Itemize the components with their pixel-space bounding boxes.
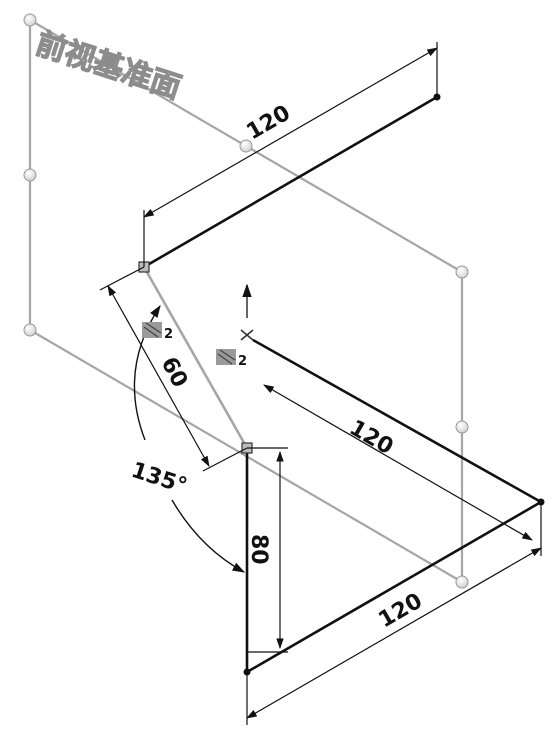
dimension-line bbox=[107, 285, 210, 467]
plane-handle[interactable] bbox=[23, 323, 37, 337]
dimension-line bbox=[143, 47, 438, 218]
plane-handle[interactable] bbox=[23, 168, 37, 182]
extension-line bbox=[202, 447, 248, 472]
dimension-slant[interactable]: 60 bbox=[99, 266, 248, 472]
parallel-relation-marker[interactable]: 2 bbox=[216, 349, 247, 369]
plane-handle[interactable] bbox=[23, 13, 37, 27]
plane-handle[interactable] bbox=[455, 575, 469, 589]
origin-icon bbox=[240, 329, 254, 341]
plane-handle[interactable] bbox=[455, 420, 469, 434]
dimension-top[interactable]: 120 bbox=[143, 42, 438, 267]
dimension-value-vertical[interactable]: 80 bbox=[246, 534, 271, 565]
dimension-line bbox=[263, 384, 533, 541]
plane-label: 前视基准面 bbox=[32, 26, 185, 106]
parallel-icon bbox=[217, 349, 236, 365]
sketch-geometry bbox=[138, 93, 545, 676]
dimension-value-angle[interactable]: 135° bbox=[128, 458, 190, 499]
sketch-line-right[interactable] bbox=[252, 338, 542, 504]
origin-indicator bbox=[240, 283, 254, 341]
plane-handle[interactable] bbox=[239, 139, 253, 153]
dimension-value-slant[interactable]: 60 bbox=[156, 353, 192, 392]
parallel-icon bbox=[143, 322, 162, 338]
parallel-relation-count: 2 bbox=[164, 327, 173, 342]
angle-arc-upper bbox=[133, 304, 161, 441]
parallel-icon bbox=[142, 322, 162, 338]
dimension-angle[interactable]: 135° bbox=[128, 304, 246, 573]
dimension-bottom[interactable]: 120 bbox=[246, 502, 542, 725]
dimension-line bbox=[246, 547, 542, 719]
plane-handle[interactable] bbox=[455, 265, 469, 279]
parallel-relation-count: 2 bbox=[238, 354, 247, 369]
extension-line bbox=[99, 266, 145, 291]
dimension-value-right[interactable]: 120 bbox=[345, 416, 397, 461]
parallel-relation-marker[interactable]: 2 bbox=[142, 322, 173, 342]
angle-arc-lower bbox=[171, 499, 246, 573]
dimension-value-bottom[interactable]: 120 bbox=[375, 589, 427, 634]
sketch-line-bottom[interactable] bbox=[246, 500, 542, 674]
parallel-icon bbox=[216, 349, 236, 365]
dimension-right[interactable]: 120 bbox=[263, 384, 533, 541]
dimension-vertical[interactable]: 80 bbox=[246, 447, 288, 653]
dimension-value-top[interactable]: 120 bbox=[243, 101, 295, 146]
